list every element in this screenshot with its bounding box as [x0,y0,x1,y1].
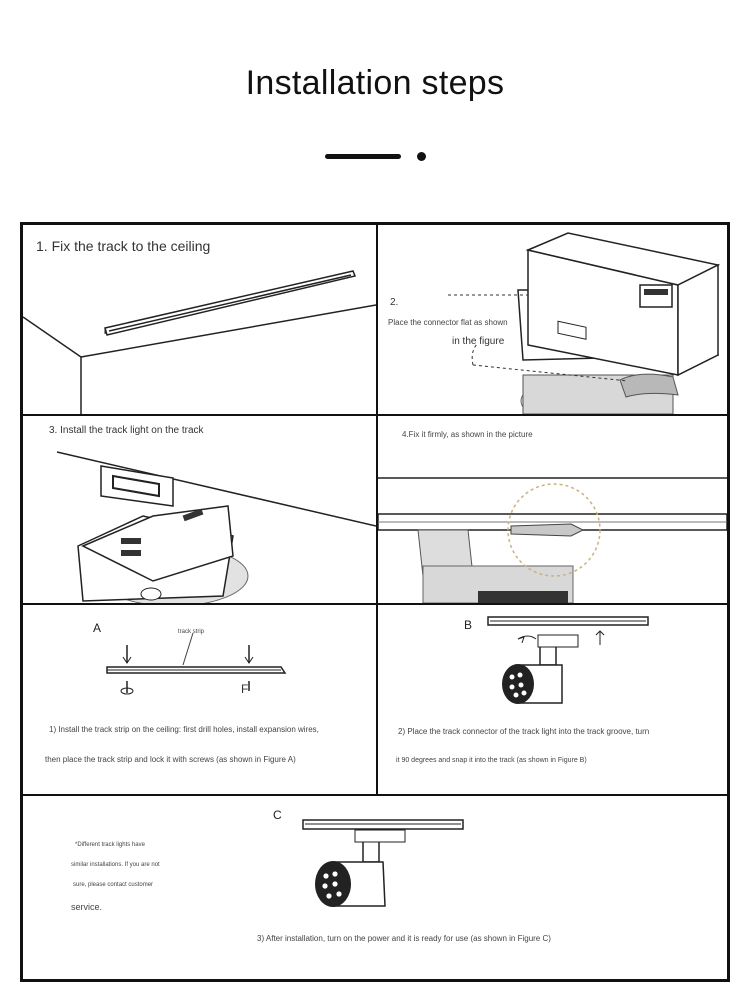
note-line-4: service. [71,902,102,912]
step-1-panel: 1. Fix the track to the ceiling [23,225,376,414]
title-underline-decoration [325,151,435,163]
step-4-panel: 4.Fix it firmly, as shown in the picture [378,416,727,603]
figure-b-panel: B 2) Place the track connector of the tr… [378,605,727,794]
connector-into-groove-illustration [378,605,727,794]
figure-c-letter: C [273,808,282,822]
figure-b-caption-line1: 2) Place the track connector of the trac… [398,727,649,736]
fixed-firmly-illustration [378,416,727,603]
step-1-caption: 1. Fix the track to the ceiling [36,238,210,254]
step-3-caption: 3. Install the track light on the track [49,425,204,436]
step-4-caption: 4.Fix it firmly, as shown in the picture [402,430,533,439]
figure-c-caption: 3) After installation, turn on the power… [257,934,551,943]
figure-b-caption-line2: it 90 degrees and snap it into the track… [396,757,587,764]
figure-a-letter: A [93,621,101,635]
figure-b-letter: B [464,618,472,632]
track-light-on-track-illustration [23,416,376,603]
figure-a-caption-line2: then place the track strip and lock it w… [45,755,296,764]
step-2-panel: 2. Place the connector flat as shown in … [378,225,727,414]
figure-a-f-mark: F [241,682,248,696]
figure-a-caption-line1: 1) Install the track strip on the ceilin… [49,725,319,734]
step-2-number: 2. [390,297,398,308]
step-3-panel: 3. Install the track light on the track [23,416,376,603]
note-line-2: similar installations. If you are not [71,862,160,868]
note-line-3: sure, please contact customer [73,882,153,888]
note-line-1: *Different track lights have [75,842,145,848]
instructions-frame: 1. Fix the track to the ceiling 2. Place… [20,222,730,982]
figure-a-panel: A track strip F 1) Install the track str… [23,605,376,794]
step-2-caption-line2: in the figure [452,336,504,347]
page-title: Installation steps [0,64,750,103]
track-strip-label: track strip [178,629,204,635]
figure-c-panel: C *Different track lights have similar i… [23,796,727,979]
step-2-caption-line1: Place the connector flat as shown [388,318,508,327]
